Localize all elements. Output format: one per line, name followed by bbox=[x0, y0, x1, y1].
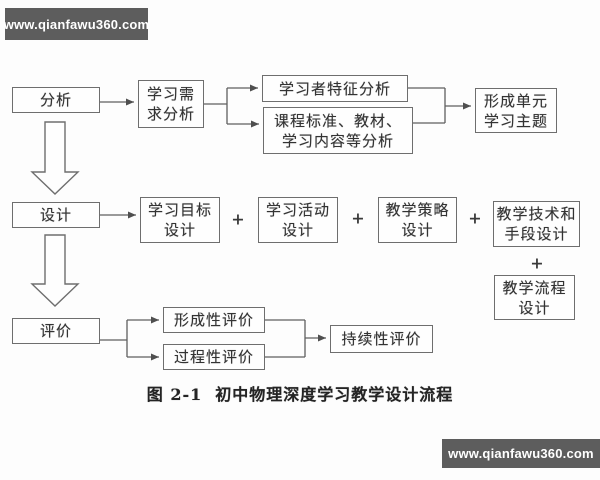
teaching-process-design-box: 教学流程 设计 bbox=[494, 275, 575, 320]
box-label: 设计 bbox=[163, 221, 196, 239]
plus-sign: + bbox=[468, 208, 482, 228]
box-label: 手段设计 bbox=[504, 225, 569, 243]
plus-sign: + bbox=[530, 253, 544, 273]
stage-design-box: 设计 bbox=[12, 202, 100, 228]
formative-evaluation-box: 形成性评价 bbox=[163, 307, 265, 333]
box-label: 设计 bbox=[39, 206, 72, 224]
stage-evaluation-box: 评价 bbox=[12, 318, 100, 344]
plus-sign: + bbox=[231, 209, 245, 229]
box-label: 教学技术和 bbox=[496, 205, 577, 223]
teaching-strategy-design-box: 教学策略 设计 bbox=[378, 197, 457, 243]
box-label: 学习目标 bbox=[147, 201, 212, 219]
process-evaluation-box: 过程性评价 bbox=[163, 344, 265, 370]
box-label: 评价 bbox=[39, 322, 72, 340]
teaching-technology-design-box: 教学技术和 手段设计 bbox=[493, 201, 580, 247]
caption-number: 图 2-1 bbox=[146, 385, 203, 404]
box-label: 分析 bbox=[39, 91, 72, 109]
box-label: 教学流程 bbox=[502, 278, 567, 297]
box-label: 设计 bbox=[401, 221, 434, 239]
watermark-bottom: www.qianfawu360.com bbox=[442, 439, 600, 468]
learning-activity-design-box: 学习活动 设计 bbox=[258, 197, 338, 243]
box-label: 学习主题 bbox=[483, 111, 548, 130]
stage-analysis-box: 分析 bbox=[12, 87, 100, 113]
plus-sign: + bbox=[351, 208, 365, 228]
figure-caption: 图 2-1 初中物理深度学习教学设计流程 bbox=[0, 381, 600, 405]
watermark-url: www.qianfawu360.com bbox=[448, 446, 594, 461]
box-label: 设计 bbox=[518, 298, 551, 317]
learner-characteristics-box: 学习者特征分析 bbox=[262, 75, 408, 102]
unit-learning-theme-box: 形成单元 学习主题 bbox=[475, 88, 557, 133]
curriculum-standards-box: 课程标准、教材、 学习内容等分析 bbox=[263, 107, 413, 154]
watermark-top: www.qianfawu360.com bbox=[3, 8, 150, 40]
box-label: 教学策略 bbox=[385, 201, 450, 219]
box-label: 学习需 bbox=[146, 85, 195, 103]
box-label: 求分析 bbox=[146, 105, 195, 123]
watermark-url: www.qianfawu360.com bbox=[3, 16, 150, 32]
big-down-arrow-icon bbox=[30, 121, 80, 195]
caption-title: 初中物理深度学习教学设计流程 bbox=[215, 385, 454, 404]
box-label: 形成性评价 bbox=[173, 311, 254, 329]
box-label: 形成单元 bbox=[483, 91, 548, 110]
box-label: 设计 bbox=[281, 221, 314, 239]
box-label: 持续性评价 bbox=[341, 330, 422, 348]
box-label: 过程性评价 bbox=[173, 348, 254, 366]
learning-goal-design-box: 学习目标 设计 bbox=[140, 197, 220, 243]
box-label: 学习内容等分析 bbox=[281, 131, 394, 150]
box-label: 课程标准、教材、 bbox=[273, 111, 402, 130]
continuous-evaluation-box: 持续性评价 bbox=[330, 325, 433, 353]
box-label: 学习者特征分析 bbox=[278, 79, 391, 98]
big-down-arrow-icon bbox=[30, 234, 80, 307]
box-label: 学习活动 bbox=[265, 201, 330, 219]
learning-needs-analysis-box: 学习需 求分析 bbox=[138, 80, 204, 128]
